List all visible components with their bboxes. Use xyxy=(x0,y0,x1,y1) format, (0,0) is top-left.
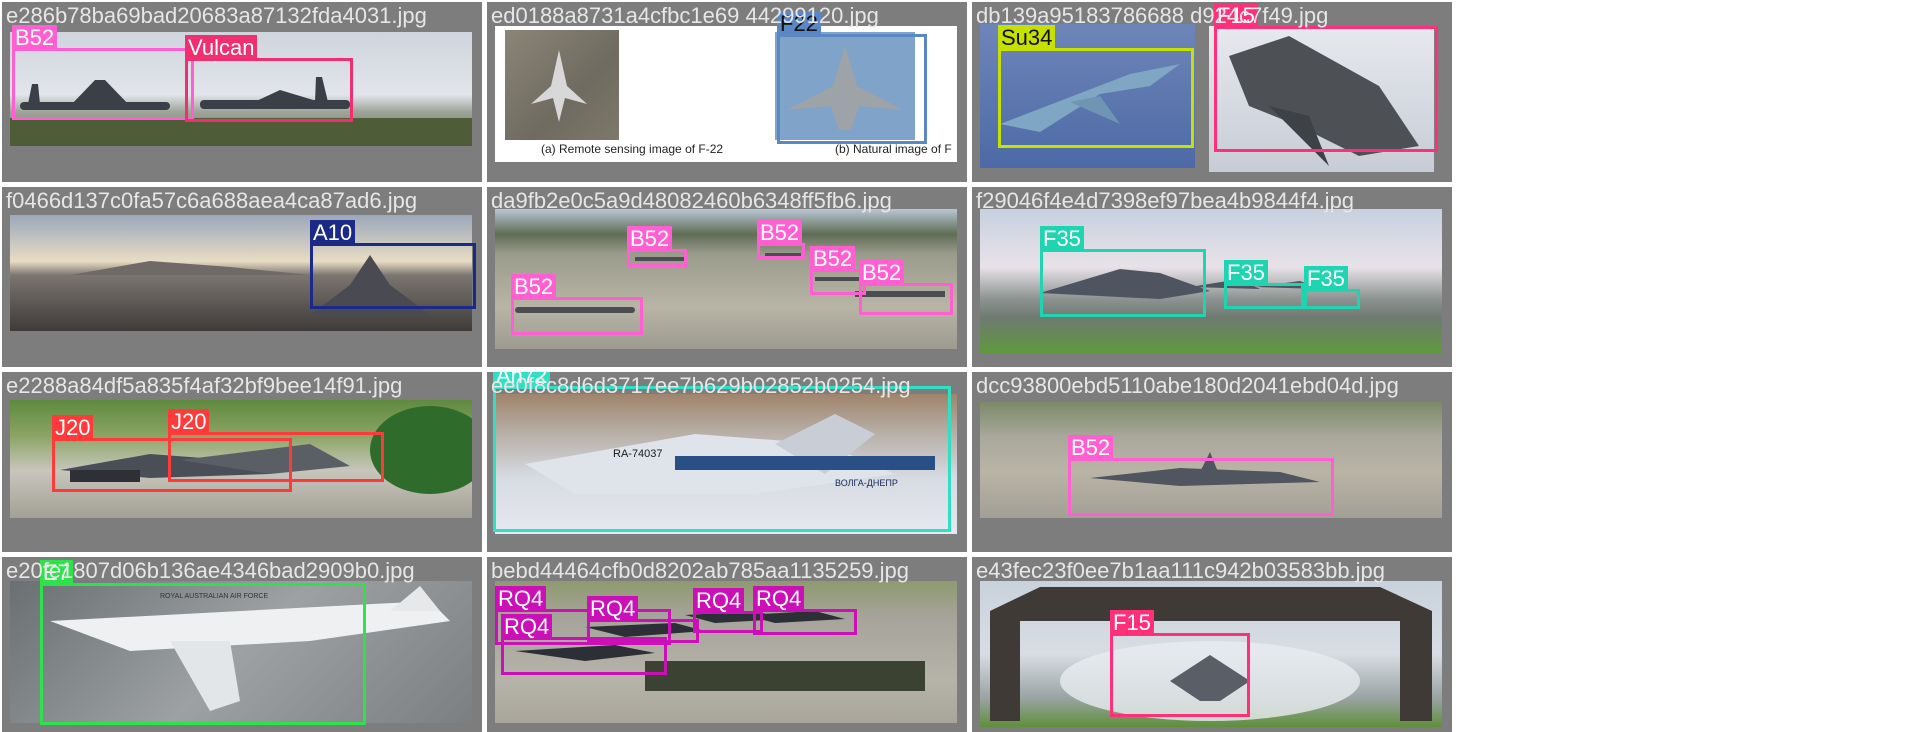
aircraft-silhouettes xyxy=(525,414,935,494)
detection-box-j20: J20 xyxy=(168,409,384,482)
tile-photo: ROYAL AUSTRALIAN AIR FORCE xyxy=(10,581,472,723)
detection-label: B52 xyxy=(511,274,557,299)
detection-box-b52: B52 xyxy=(859,260,953,315)
detection-box-j20: J20 xyxy=(52,415,292,492)
detection-box-an72: An72 xyxy=(493,372,951,532)
detection-label: B52 xyxy=(810,246,856,271)
detection-label: B52 xyxy=(757,220,803,245)
detection-box-a10: A10 xyxy=(310,220,476,309)
aircraft-silhouettes xyxy=(10,77,472,146)
detection-box-vulcan: Vulcan xyxy=(185,35,353,122)
detection-label: J20 xyxy=(52,415,94,440)
aircraft-registration: RA-74037 xyxy=(613,448,663,460)
detection-label: Su34 xyxy=(998,25,1056,50)
detection-box-b52: B52 xyxy=(12,25,194,120)
detection-label: F35 xyxy=(1224,260,1268,285)
aircraft-silhouettes xyxy=(515,253,945,313)
detection-label: An72 xyxy=(493,372,551,388)
detection-label: E7 xyxy=(40,560,73,585)
detection-box-rq4: RQ4 xyxy=(495,586,671,645)
detection-box-f35: F35 xyxy=(1304,266,1360,309)
detection-label: RQ4 xyxy=(587,596,639,621)
tile-7: RA-74037 ВОЛГА-ДНЕПР ee0f8c8d6d3717ee7b6… xyxy=(487,372,967,552)
aircraft-silhouettes xyxy=(60,406,472,494)
detection-box-f15: F15 xyxy=(1110,610,1250,717)
tile-filename: e2288a84df5a835f4af32bf9bee14f91.jpg xyxy=(6,373,403,398)
detection-label: B52 xyxy=(627,226,673,251)
detection-box-rq4: RQ4 xyxy=(693,588,763,633)
figure-caption-b: (b) Natural image of F xyxy=(835,142,952,156)
aircraft-silhouettes xyxy=(1090,452,1320,486)
tile-photo xyxy=(980,581,1442,727)
detection-label: F35 xyxy=(1040,226,1084,251)
aircraft-livery-text: ROYAL AUSTRALIAN AIR FORCE xyxy=(160,593,269,600)
detection-box-f22: F22 xyxy=(777,11,927,144)
aircraft-silhouettes xyxy=(70,255,430,315)
tile-photo: RA-74037 ВОЛГА-ДНЕПР xyxy=(495,394,957,534)
figure-caption-a: (a) Remote sensing image of F-22 xyxy=(541,142,724,156)
tile-1: (a) Remote sensing image of F-22 (b) Nat… xyxy=(487,2,967,182)
detection-label: F35 xyxy=(1304,266,1348,291)
detection-box-b52: B52 xyxy=(627,226,687,267)
detection-box-e7: E7 xyxy=(40,560,366,725)
tile-10: bebd44464cfb0d8202ab785aa1135259.jpg RQ4… xyxy=(487,557,967,732)
tile-3: f0466d137c0fa57c6a688aea4ca87ad6.jpg A10 xyxy=(2,187,482,367)
tile-0: e286b78ba69bad20683a87132fda4031.jpg B52… xyxy=(2,2,482,182)
detection-label: B52 xyxy=(1068,435,1114,460)
detection-label: RQ4 xyxy=(753,586,805,611)
tile-9: ROYAL AUSTRALIAN AIR FORCE e20fe1807d06b… xyxy=(2,557,482,732)
detection-box-b52: B52 xyxy=(757,220,805,259)
tile-6: e2288a84df5a835f4af32bf9bee14f91.jpg J20… xyxy=(2,372,482,552)
tile-8: dcc93800ebd5110abe180d2041ebd04d.jpg B52 xyxy=(972,372,1452,552)
detection-label: B52 xyxy=(859,260,905,285)
detection-box-f35: F35 xyxy=(1040,226,1206,317)
detection-box-f15: F15 xyxy=(1214,3,1438,152)
detection-box-b52: B52 xyxy=(810,246,866,295)
detection-box-rq4: RQ4 xyxy=(587,596,699,643)
tile-filename: f0466d137c0fa57c6a688aea4ca87ad6.jpg xyxy=(6,188,418,213)
detection-label: J20 xyxy=(168,409,210,434)
detection-label: B52 xyxy=(12,25,58,50)
tile-filename: e286b78ba69bad20683a87132fda4031.jpg xyxy=(6,3,427,28)
tile-photo xyxy=(10,215,472,331)
detection-label: F15 xyxy=(1110,610,1154,635)
detection-label: RQ4 xyxy=(501,614,553,639)
detection-box-rq4: RQ4 xyxy=(753,586,857,635)
tile-photo: (a) Remote sensing image of F-22 (b) Nat… xyxy=(495,26,957,162)
detection-label: Vulcan xyxy=(185,35,258,60)
aircraft-livery-text: ВОЛГА-ДНЕПР xyxy=(835,478,898,488)
tile-photo xyxy=(1209,26,1434,172)
detection-label: F15 xyxy=(1214,3,1258,28)
tile-11: e43fec23f0ee7b1aa111c942b03583bb.jpg F15 xyxy=(972,557,1452,732)
aircraft-silhouettes xyxy=(990,587,1432,721)
detection-label: RQ4 xyxy=(495,586,547,611)
tile-5: f29046f4e4d7398ef97bea4b9844f4.jpg F35 F… xyxy=(972,187,1452,367)
tile-2: db139a95183786688 d924c7f49.jpg Su34 F15 xyxy=(972,2,1452,182)
tile-4: da9fb2e0c5a9d48082460b6348ff5fb6.jpg B52… xyxy=(487,187,967,367)
aircraft-silhouettes xyxy=(50,586,450,711)
aircraft-silhouettes xyxy=(1000,64,1180,132)
aircraft-silhouettes xyxy=(531,32,915,140)
detection-box-rq4: RQ4 xyxy=(501,614,667,675)
detection-box-b52: B52 xyxy=(511,274,643,335)
detection-box-su34: Su34 xyxy=(998,25,1194,148)
detection-label: F22 xyxy=(777,11,821,36)
tile-filename: dcc93800ebd5110abe180d2041ebd04d.jpg xyxy=(976,373,1399,398)
detection-label: A10 xyxy=(310,220,356,245)
detection-box-f35: F35 xyxy=(1224,260,1304,309)
detection-box-b52: B52 xyxy=(1068,435,1334,516)
detection-mosaic: e286b78ba69bad20683a87132fda4031.jpg B52… xyxy=(0,0,1452,732)
detection-label: RQ4 xyxy=(693,588,745,613)
